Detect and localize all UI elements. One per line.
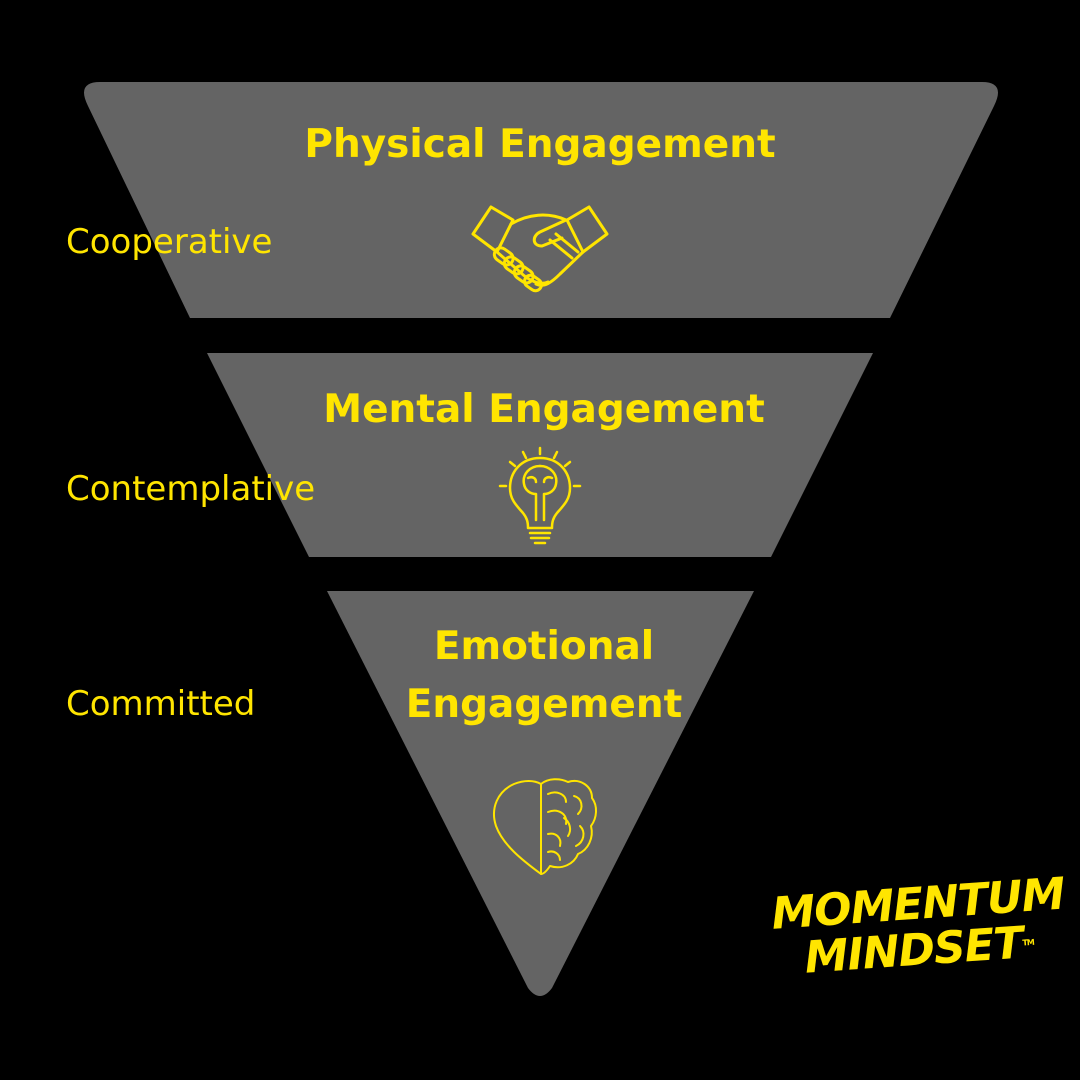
- tier-physical-shape: [84, 82, 998, 318]
- side-label-cooperative: Cooperative: [66, 222, 273, 262]
- tier-mental-title: Mental Engagement: [323, 387, 765, 432]
- lightbulb-brain-icon: [498, 446, 582, 545]
- heart-brain-icon: [493, 778, 597, 875]
- momentum-mindset-logo: MOMENTUM MINDSETTM: [770, 869, 1066, 984]
- tier-emotional-title: Emotional Engagement: [0, 618, 1080, 734]
- handshake-icon: [471, 205, 609, 293]
- tier-emotional-title-line-1: Emotional: [433, 624, 655, 669]
- trademark-mark: TM: [1022, 937, 1035, 948]
- tier-physical-title: Physical Engagement: [304, 122, 776, 167]
- side-label-contemplative: Contemplative: [66, 469, 316, 509]
- side-label-committed: Committed: [66, 684, 256, 724]
- tier-emotional-title-line-2: Engagement: [405, 682, 683, 727]
